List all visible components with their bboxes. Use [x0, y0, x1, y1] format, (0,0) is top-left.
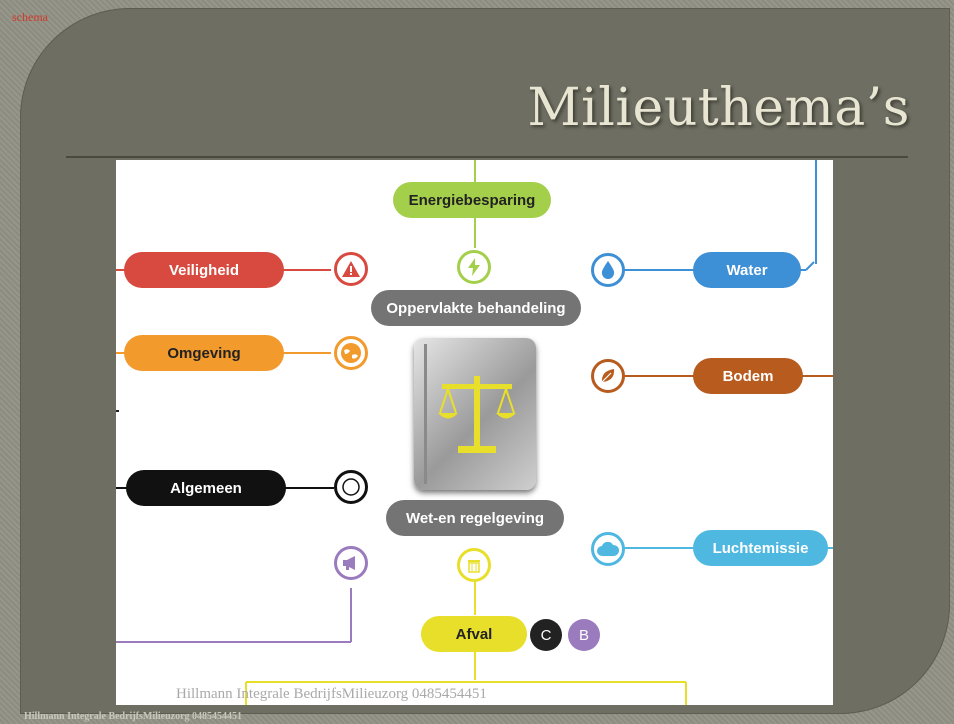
slide-title: Milieuthema’s: [527, 78, 910, 138]
node-bodem[interactable]: Bodem: [693, 358, 803, 394]
title-divider: [66, 156, 908, 158]
mindmap-diagram: Energiebesparing Oppervlakte behandeling…: [116, 160, 833, 705]
node-luchtemissie[interactable]: Luchtemissie: [693, 530, 828, 566]
law-book-icon: [414, 338, 536, 490]
node-afval[interactable]: Afval: [421, 616, 527, 652]
megaphone-icon: [334, 546, 368, 580]
trash-bin-icon: [457, 548, 491, 582]
water-drop-icon: [591, 253, 625, 287]
footer-small-text: Hillmann Integrale BedrijfsMilieuzorg 04…: [24, 711, 243, 722]
badge-b[interactable]: B: [568, 619, 600, 651]
compass-icon: [334, 470, 368, 504]
tick-mark: [116, 410, 119, 412]
footer-text: Hillmann Integrale BedrijfsMilieuzorg 04…: [176, 686, 487, 702]
cloud-icon: [591, 532, 625, 566]
globe-icon: [334, 336, 368, 370]
node-wet-en-regelgeving[interactable]: Wet-en regelgeving: [386, 500, 564, 536]
node-oppervlakte-behandeling[interactable]: Oppervlakte behandeling: [371, 290, 581, 326]
leaf-icon: [591, 359, 625, 393]
node-energiebesparing[interactable]: Energiebesparing: [393, 182, 551, 218]
badge-c[interactable]: C: [530, 619, 562, 651]
node-veiligheid[interactable]: Veiligheid: [124, 252, 284, 288]
node-water[interactable]: Water: [693, 252, 801, 288]
node-algemeen[interactable]: Algemeen: [126, 470, 286, 506]
warning-icon: [334, 252, 368, 286]
slide-tag: schema: [12, 10, 48, 24]
node-omgeving[interactable]: Omgeving: [124, 335, 284, 371]
lightning-icon: [457, 250, 491, 284]
